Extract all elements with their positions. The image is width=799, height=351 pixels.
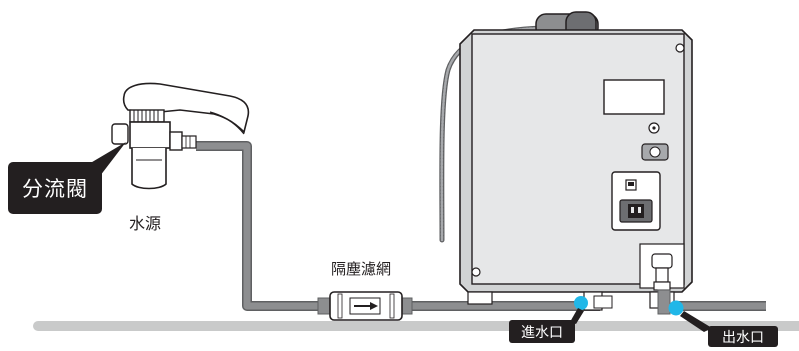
power-socket-icon [619,199,653,223]
outlet-fitting [651,253,673,291]
outlet-callout-pointer [680,311,712,332]
arrow-right-icon [354,302,378,310]
sediment-filter-label: 隔塵濾網 [331,260,392,278]
water-ionizer [459,29,693,311]
faucet-icon [111,82,250,190]
diverter-valve-callout: 分流閥 [8,162,102,214]
sediment-filter [317,291,413,321]
supply-pipe-inner [196,142,600,310]
adjust-knob-icon [648,122,660,134]
outlet-downpipe [657,289,671,315]
outlet-connector-marker [668,300,684,316]
power-switch-icon [625,179,637,191]
inlet-connector-marker [574,296,588,310]
water-source-label: 水源 [129,214,162,233]
water-outlet-callout: 出水口 [708,326,778,347]
water-inlet-callout: 進水口 [509,320,575,343]
